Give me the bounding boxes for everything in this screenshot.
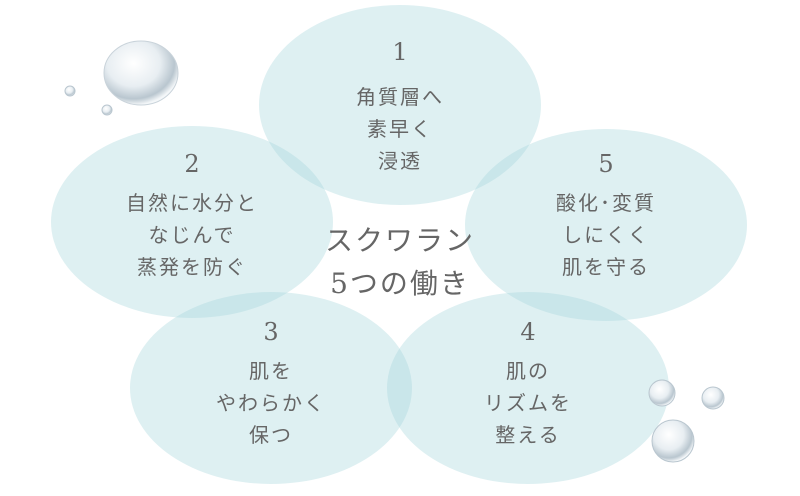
- item-5: 5 酸化･変質 しにくく 肌を守る: [556, 150, 656, 279]
- water-drop-icon: [701, 386, 725, 410]
- item-number: 2: [184, 150, 199, 178]
- item-line: 保つ: [249, 423, 293, 447]
- water-drop-icon: [103, 40, 179, 106]
- item-line: リズムを: [484, 391, 572, 415]
- item-line: 角質層へ: [356, 85, 444, 109]
- item-line: 肌を: [249, 359, 293, 383]
- center-title-line2: 5つの働き: [330, 267, 470, 300]
- circle-5: [465, 129, 747, 321]
- item-4: 4 肌の リズムを 整える: [484, 318, 572, 447]
- circle-4: [387, 292, 669, 484]
- item-line: やわらかく: [216, 391, 326, 415]
- item-number: 1: [392, 38, 407, 66]
- item-number: 3: [263, 318, 278, 346]
- item-line: 自然に水分と: [126, 191, 258, 215]
- item-line: 整える: [495, 423, 560, 447]
- center-title-line1: スクワラン: [325, 224, 475, 257]
- item-line: 酸化･変質: [556, 191, 656, 215]
- item-2: 2 自然に水分と なじんで 蒸発を防ぐ: [126, 150, 258, 279]
- center-title: スクワラン 5つの働き: [325, 224, 475, 300]
- circle-1: [259, 5, 541, 205]
- item-number: 5: [598, 150, 613, 178]
- item-line: しにくく: [562, 223, 650, 247]
- item-line: 肌を守る: [562, 255, 650, 279]
- water-drop-icon: [101, 104, 113, 116]
- circle-2: [51, 126, 333, 318]
- item-3: 3 肌を やわらかく 保つ: [216, 318, 326, 447]
- water-drop-icon: [64, 85, 76, 97]
- item-number: 4: [520, 318, 535, 346]
- item-line: 肌の: [506, 359, 550, 383]
- circle-3: [130, 292, 412, 484]
- water-drop-icon: [648, 379, 676, 407]
- item-line: 蒸発を防ぐ: [137, 255, 247, 279]
- water-drop-icon: [651, 419, 695, 463]
- item-line: 素早く: [367, 117, 433, 141]
- item-line: なじんで: [149, 223, 236, 247]
- water-drops: [64, 40, 725, 463]
- item-line: 浸透: [378, 149, 422, 173]
- item-1: 1 角質層へ 素早く 浸透: [356, 38, 444, 173]
